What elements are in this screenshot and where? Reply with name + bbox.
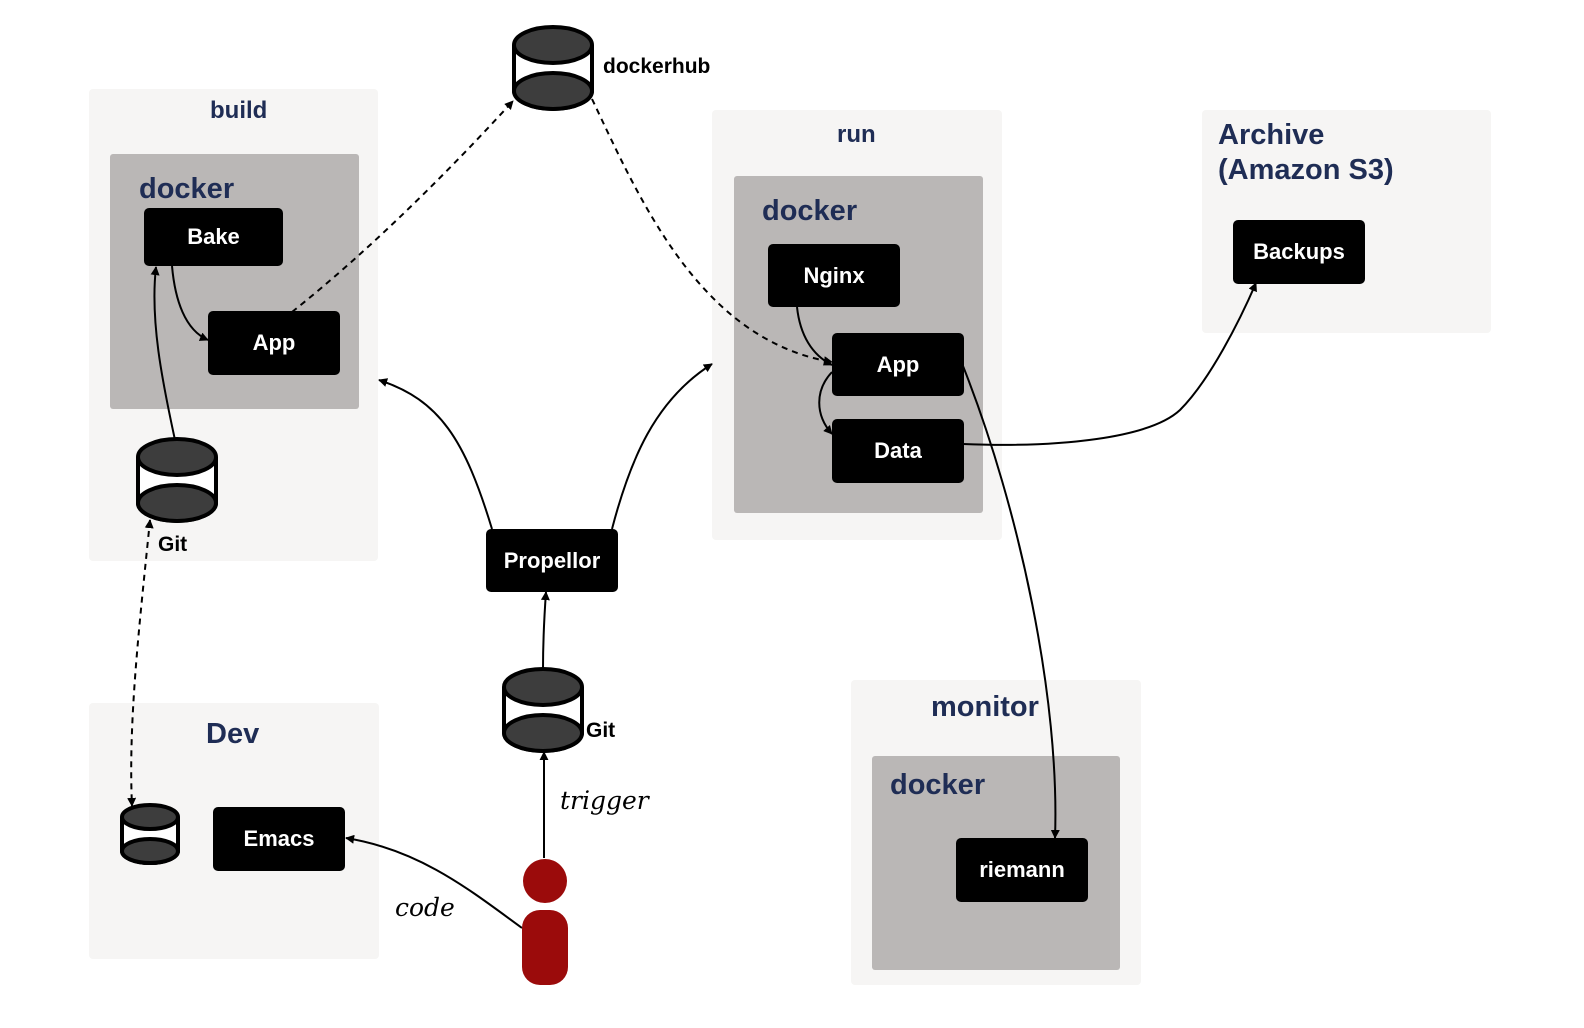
dev-repo-cylinder-icon: [120, 803, 180, 865]
edge-label-trigger: trigger: [560, 786, 649, 815]
node-propellor[interactable]: Propellor: [486, 529, 618, 592]
group-archive-title-line2: (Amazon S3): [1218, 154, 1394, 186]
propellor-git-label: Git: [586, 719, 616, 742]
node-data[interactable]: Data: [832, 419, 964, 483]
node-bake[interactable]: Bake: [144, 208, 283, 266]
node-backups[interactable]: Backups: [1233, 220, 1365, 284]
edge-run-app-to-riemann: [962, 365, 1060, 839]
edge-nginx-to-run-app: [796, 306, 833, 366]
group-archive-title-line1: Archive: [1218, 119, 1325, 151]
dockerhub-cylinder-icon: [512, 25, 594, 111]
group-build-title: build: [210, 97, 268, 124]
edge-git-to-bake: [150, 266, 176, 441]
person-icon: [522, 859, 568, 985]
edge-bake-to-build-app: [171, 265, 209, 341]
edge-run-app-to-data: [818, 371, 833, 435]
build-docker-title: docker: [139, 173, 235, 205]
edge-propellor-to-build: [378, 378, 493, 530]
edge-label-code: code: [395, 893, 455, 922]
node-riemann[interactable]: riemann: [956, 838, 1088, 902]
edge-dockerhub-to-run-app: [591, 98, 833, 366]
group-run-title: run: [837, 121, 876, 148]
edge-git-to-propellor: [540, 591, 550, 670]
node-emacs[interactable]: Emacs: [213, 807, 345, 871]
edge-build-app-to-dockerhub: [291, 100, 514, 313]
group-dev-title: Dev: [206, 718, 260, 750]
node-build-app[interactable]: App: [208, 311, 340, 375]
edge-user-to-emacs: [345, 834, 523, 929]
build-git-cylinder-icon: [136, 437, 218, 523]
edge-data-to-backups: [962, 282, 1257, 446]
dockerhub-label: dockerhub: [603, 55, 711, 78]
propellor-git-cylinder-icon: [502, 667, 584, 753]
node-nginx[interactable]: Nginx: [768, 244, 900, 307]
edge-git-sync-dev: [127, 519, 154, 807]
group-monitor-title: monitor: [931, 691, 1039, 723]
run-docker-title: docker: [762, 195, 858, 227]
node-run-app[interactable]: App: [832, 333, 964, 396]
build-git-label: Git: [158, 533, 188, 556]
edge-propellor-to-run: [611, 363, 713, 530]
monitor-docker-title: docker: [890, 769, 986, 801]
